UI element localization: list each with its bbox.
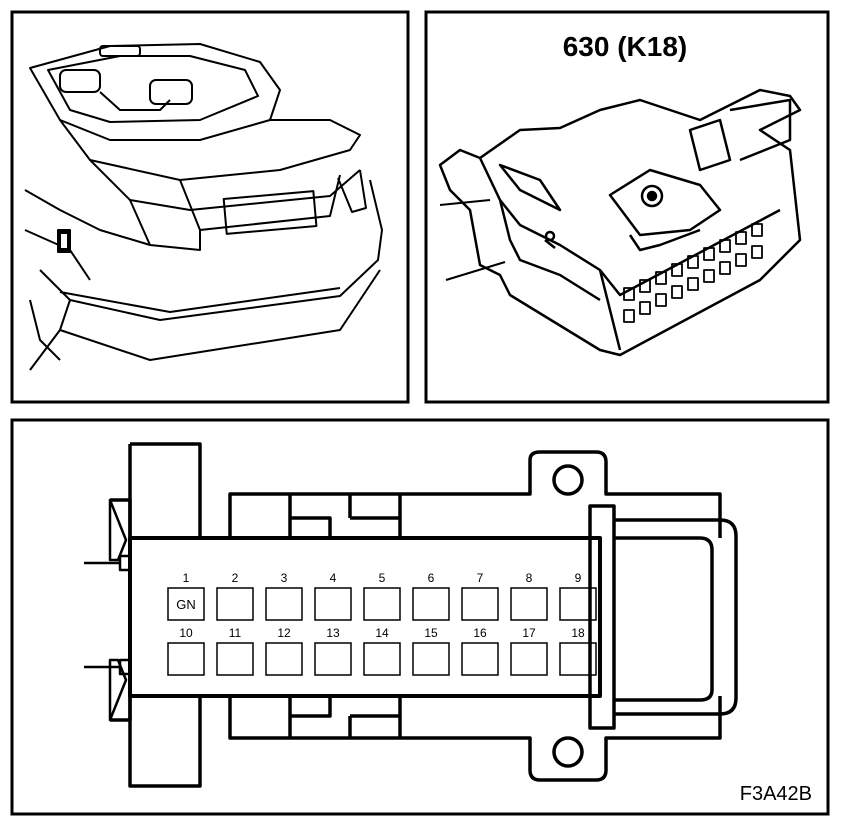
pin-number: 5 xyxy=(379,571,386,585)
pin-number: 6 xyxy=(428,571,435,585)
car-rear-illustration xyxy=(24,43,383,371)
pin-1: 1 GN xyxy=(167,571,205,621)
connector-housing xyxy=(84,442,738,788)
car-panel-frame xyxy=(10,10,410,404)
pin-number: 12 xyxy=(277,626,291,640)
pin-5: 5 xyxy=(363,571,401,621)
pin-cavity xyxy=(265,642,303,676)
pin-number: 17 xyxy=(522,626,536,640)
car-location-panel xyxy=(10,10,410,404)
pin-3: 3 xyxy=(265,571,303,621)
pin-7: 7 xyxy=(461,571,499,621)
pin-cavity xyxy=(412,642,450,676)
pin-number: 10 xyxy=(179,626,193,640)
pin-number: 13 xyxy=(326,626,340,640)
pin-number: 2 xyxy=(232,571,239,585)
pin-grid: 1 GN 2 3 4 5 6 xyxy=(167,571,597,676)
pin-number: 14 xyxy=(375,626,389,640)
pin-cavity xyxy=(461,642,499,676)
pin-number: 3 xyxy=(281,571,288,585)
connector-title: 630 (K18) xyxy=(563,31,688,62)
pin-14: 14 xyxy=(363,626,401,676)
pin-cavity xyxy=(314,587,352,621)
connector-panel-frame xyxy=(424,10,830,404)
figure-code: F3A42B xyxy=(740,783,812,805)
pin-cavity xyxy=(412,587,450,621)
pin-17: 17 xyxy=(510,626,548,676)
pin-15: 15 xyxy=(412,626,450,676)
pin-11: 11 xyxy=(216,626,254,676)
pin-number: 16 xyxy=(473,626,487,640)
pin-cavity xyxy=(559,587,597,621)
pin-wire-color: GN xyxy=(176,597,196,612)
pin-number: 9 xyxy=(575,571,582,585)
pin-cavity xyxy=(363,587,401,621)
pin-9: 9 xyxy=(559,571,597,621)
pin-cavity xyxy=(510,642,548,676)
pin-number: 11 xyxy=(229,626,242,640)
pin-cavity xyxy=(216,642,254,676)
pin-10: 10 xyxy=(167,626,205,676)
pin-cavity xyxy=(265,587,303,621)
connector-3d-illustration xyxy=(438,88,802,357)
pin-cavity xyxy=(167,587,205,621)
pin-4: 4 xyxy=(314,571,352,621)
pin-cavity xyxy=(559,642,597,676)
pin-number: 4 xyxy=(330,571,337,585)
connector-view-panel: 630 (K18) xyxy=(424,10,830,404)
pin-cavity xyxy=(510,587,548,621)
pin-16: 16 xyxy=(461,626,499,676)
pin-8: 8 xyxy=(510,571,548,621)
pin-number: 1 xyxy=(183,571,190,585)
pin-6: 6 xyxy=(412,571,450,621)
pin-layout-panel: 1 GN 2 3 4 5 6 xyxy=(10,418,830,816)
pin-18: 18 xyxy=(559,626,597,676)
pin-cavity xyxy=(363,642,401,676)
pin-2: 2 xyxy=(216,571,254,621)
pin-number: 8 xyxy=(526,571,533,585)
pin-12: 12 xyxy=(265,626,303,676)
pin-13: 13 xyxy=(314,626,352,676)
pin-cavity xyxy=(461,587,499,621)
pin-number: 15 xyxy=(424,626,438,640)
pin-panel-frame xyxy=(10,418,830,816)
pin-cavity xyxy=(216,587,254,621)
pin-number: 7 xyxy=(477,571,484,585)
pin-cavity xyxy=(167,642,205,676)
pin-cavity xyxy=(314,642,352,676)
pin-number: 18 xyxy=(571,626,585,640)
